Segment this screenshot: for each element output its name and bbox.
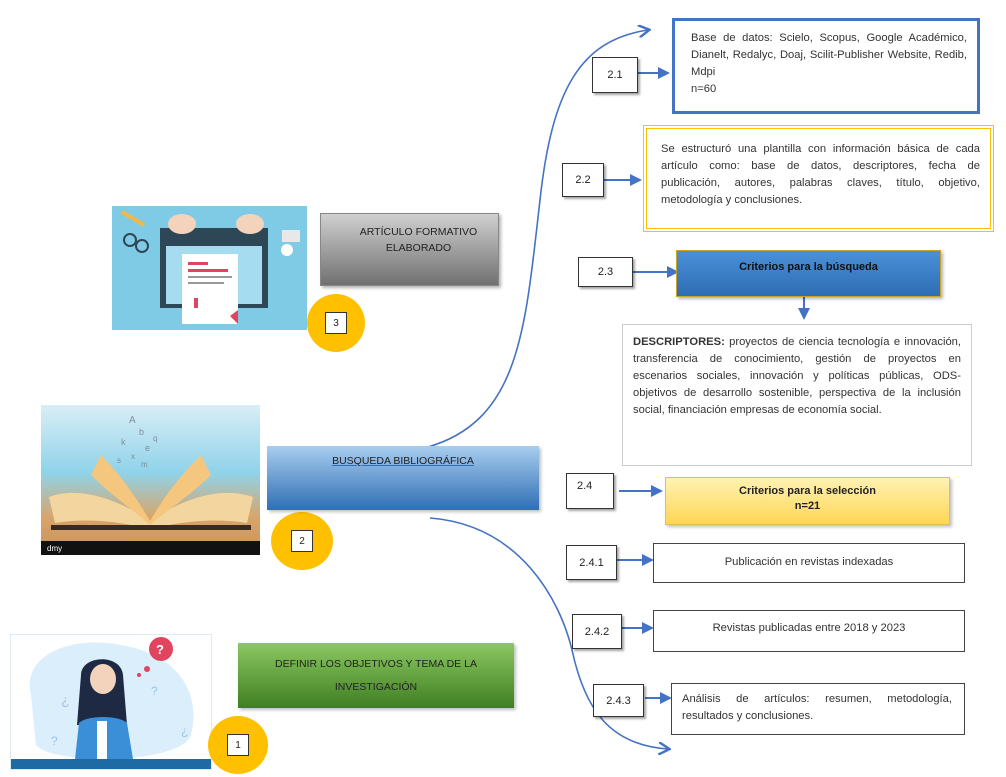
svg-text:s: s [117,456,121,465]
step-3-number: 3 [325,312,347,334]
substep-2-1-count: n=60 [691,83,717,95]
svg-text:b: b [139,427,144,437]
svg-text:?: ? [151,684,158,698]
svg-text:m: m [141,460,148,469]
substep-2-4-1-text: Publicación en revistas indexadas [724,556,894,568]
descriptors-box: DESCRIPTORES: proyectos de ciencia tecno… [622,324,972,466]
step-3-badge: 3 [307,294,365,352]
substep-2-4-2-text: Revistas publicadas entre 2018 y 2023 [712,622,906,634]
svg-text:A: A [129,415,136,426]
step-2-badge: 2 [271,512,333,570]
step-3-box[interactable]: ARTÍCULO FORMATIVO ELABORADO [320,213,499,286]
svg-text:?: ? [51,734,58,748]
substep-2-4-label: Criterios para la selección [739,485,876,497]
step-1-box[interactable]: DEFINIR LOS OBJETIVOS Y TEMA DE LA INVES… [238,643,514,708]
substep-2-4-1-box[interactable]: Publicación en revistas indexadas [653,543,965,583]
step-2-number: 2 [291,530,313,552]
svg-text:dmy: dmy [47,544,62,553]
substep-2-3-label: Criterios para la búsqueda [739,261,878,273]
substep-2-1-box[interactable]: Base de datos: Scielo, Scopus, Google Ac… [672,18,980,114]
step-1-label: DEFINIR LOS OBJETIVOS Y TEMA DE LA INVES… [275,658,477,693]
substep-2-4-3-number: 2.4.3 [593,684,644,717]
step-1-number: 1 [227,734,249,756]
descriptors-text: proyectos de ciencia tecnología e innova… [633,336,961,416]
substep-2-4-box[interactable]: Criterios para la selección n=21 [665,477,950,525]
svg-text:¿: ¿ [61,692,70,708]
substep-2-4-1-number: 2.4.1 [566,545,617,580]
substep-2-3-box[interactable]: Criterios para la búsqueda [676,250,941,297]
substep-2-2-text: Se estructuró una plantilla con informac… [661,143,980,206]
svg-text:¿: ¿ [181,724,188,738]
substep-2-4-2-number: 2.4.2 [572,614,622,649]
svg-text:k: k [121,437,126,447]
substep-2-4-number: 2.4 [566,473,614,509]
curve-to-2-4-3 [429,517,668,749]
step-2-label: BUSQUEDA BIBLIOGRÁFICA [332,455,474,467]
svg-text:?: ? [156,642,164,657]
substep-2-3-number: 2.3 [578,257,633,287]
substep-2-1-text: Base de datos: Scielo, Scopus, Google Ac… [691,32,967,78]
substep-2-1-number: 2.1 [592,57,638,93]
substep-2-4-2-box[interactable]: Revistas publicadas entre 2018 y 2023 [653,610,965,652]
laptop-icon [120,210,300,324]
woman-thinking-illustration: ¿ ? ? ¿ ? [10,634,212,770]
substep-2-4-count: n=21 [794,500,821,512]
laptop-document-illustration [112,206,307,330]
book-icon: Ab k e x q s m dmy [41,415,260,555]
substep-2-4-3-box[interactable]: Análisis de artículos: resumen, metodolo… [671,683,965,735]
step-2-box[interactable]: BUSQUEDA BIBLIOGRÁFICA [267,446,539,510]
svg-text:q: q [153,434,157,443]
svg-text:x: x [131,452,135,461]
substep-2-4-3-text: Análisis de artículos: resumen, metodolo… [682,693,952,722]
descriptors-title: DESCRIPTORES: [633,336,725,348]
curve-to-2-1 [427,30,648,448]
step-3-label: ARTÍCULO FORMATIVO ELABORADO [359,226,478,254]
step-1-badge: 1 [208,716,268,774]
svg-text:e: e [145,443,150,453]
substep-2-2-number: 2.2 [562,163,604,197]
question-person-icon: ¿ ? ? ¿ ? [11,637,211,769]
substep-2-2-box[interactable]: Se estructuró una plantilla con informac… [643,125,994,232]
